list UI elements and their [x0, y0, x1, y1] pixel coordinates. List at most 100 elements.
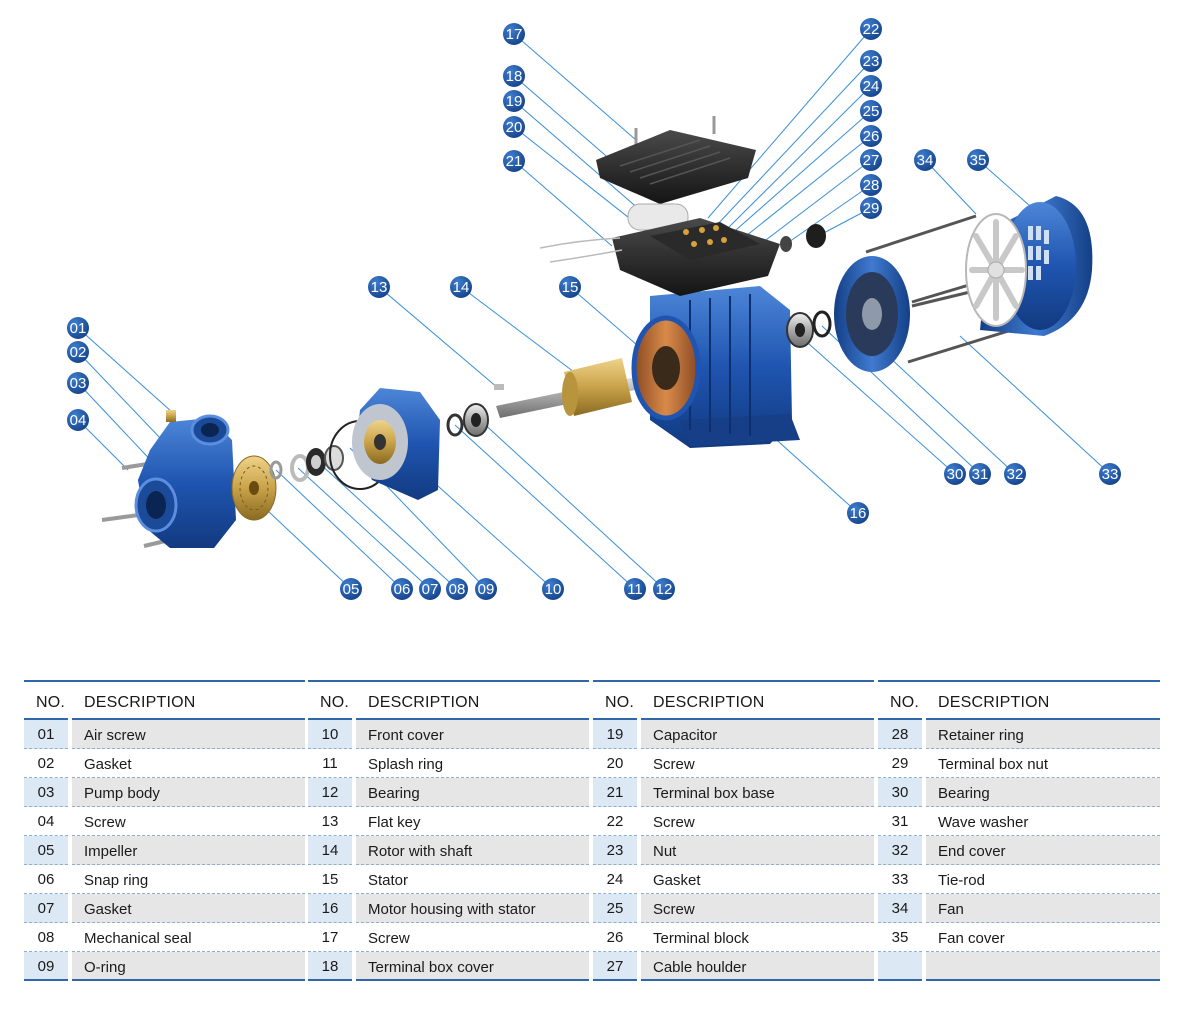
header-no: NO. — [36, 694, 66, 711]
callout-circle — [860, 149, 882, 171]
callout-badge: 04 — [67, 409, 89, 431]
part-description: Bearing — [926, 778, 1160, 807]
end-cover — [834, 256, 910, 372]
part-number: 33 — [878, 865, 922, 894]
part-number: 14 — [308, 836, 352, 865]
callout-number: 11 — [627, 581, 643, 598]
callout-number: 32 — [1007, 466, 1024, 483]
part-number: 20 — [593, 749, 637, 778]
callout-number: 24 — [863, 78, 880, 95]
callout-number: 02 — [70, 344, 87, 361]
part-description: Fan cover — [926, 923, 1160, 952]
callout-circle — [503, 150, 525, 172]
callout-number: 13 — [371, 279, 388, 296]
callout-circle — [860, 174, 882, 196]
callout-number: 18 — [506, 68, 523, 85]
part-number — [878, 952, 922, 981]
callout-circle — [860, 75, 882, 97]
callout-number: 19 — [506, 93, 523, 110]
callout-circle — [368, 276, 390, 298]
part-description: Pump body — [72, 778, 305, 807]
part-description: Wave washer — [926, 807, 1160, 836]
callout-number: 34 — [917, 152, 934, 169]
callout-circle — [503, 90, 525, 112]
callout-number: 33 — [1102, 466, 1119, 483]
callout-number: 17 — [506, 26, 523, 43]
part-description: Cable houlder — [641, 952, 874, 981]
callout-circle — [624, 578, 646, 600]
part-description: Retainer ring — [926, 720, 1160, 749]
callout-circle — [67, 409, 89, 431]
callout-circle — [559, 276, 581, 298]
callout-badge: 05 — [340, 578, 362, 600]
callout-circle — [1004, 463, 1026, 485]
callout-badge: 34 — [914, 149, 936, 171]
flat-key — [494, 384, 504, 390]
part-description: Splash ring — [356, 749, 589, 778]
part-description: Gasket — [641, 865, 874, 894]
callout-number: 29 — [863, 200, 880, 217]
callout-badge: 35 — [967, 149, 989, 171]
header-no: NO. — [605, 694, 635, 711]
callout-badge: 16 — [847, 502, 869, 524]
callout-badge: 33 — [1099, 463, 1121, 485]
callout-badge: 15 — [559, 276, 581, 298]
callout-badge: 25 — [860, 100, 882, 122]
part-number: 09 — [24, 952, 68, 981]
callout-number: 07 — [422, 581, 439, 598]
callout-number: 03 — [70, 375, 87, 392]
callout-number: 22 — [863, 21, 880, 38]
callout-badge: 30 — [944, 463, 966, 485]
callout-number: 15 — [562, 279, 579, 296]
callout-badge: 10 — [542, 578, 564, 600]
column-header: NO. DESCRIPTION — [878, 680, 1160, 720]
callout-badge: 11 — [624, 578, 646, 600]
callout-circle — [503, 65, 525, 87]
part-number: 04 — [24, 807, 68, 836]
callout-badge: 32 — [1004, 463, 1026, 485]
callout-badge: 02 — [67, 341, 89, 363]
part-number: 17 — [308, 923, 352, 952]
callout-badge: 26 — [860, 125, 882, 147]
part-description: Terminal box nut — [926, 749, 1160, 778]
callout-number: 28 — [863, 177, 880, 194]
part-description — [926, 952, 1160, 981]
part-number: 18 — [308, 952, 352, 981]
part-description: O-ring — [72, 952, 305, 981]
callout-badge: 14 — [450, 276, 472, 298]
callout-circle — [860, 100, 882, 122]
part-number: 05 — [24, 836, 68, 865]
callout-badge: 19 — [503, 90, 525, 112]
callout-number: 35 — [970, 152, 987, 169]
callout-circle — [450, 276, 472, 298]
part-description: Gasket — [72, 894, 305, 923]
impeller — [231, 455, 277, 521]
callout-number: 10 — [545, 581, 562, 598]
callout-badge: 01 — [67, 317, 89, 339]
part-number: 25 — [593, 894, 637, 923]
callout-circle — [391, 578, 413, 600]
callout-number: 30 — [947, 466, 964, 483]
callout-number: 16 — [850, 505, 867, 522]
part-number: 34 — [878, 894, 922, 923]
part-description: Bearing — [356, 778, 589, 807]
callout-number: 23 — [863, 53, 880, 70]
callout-badge: 31 — [969, 463, 991, 485]
callout-badge: 29 — [860, 197, 882, 219]
